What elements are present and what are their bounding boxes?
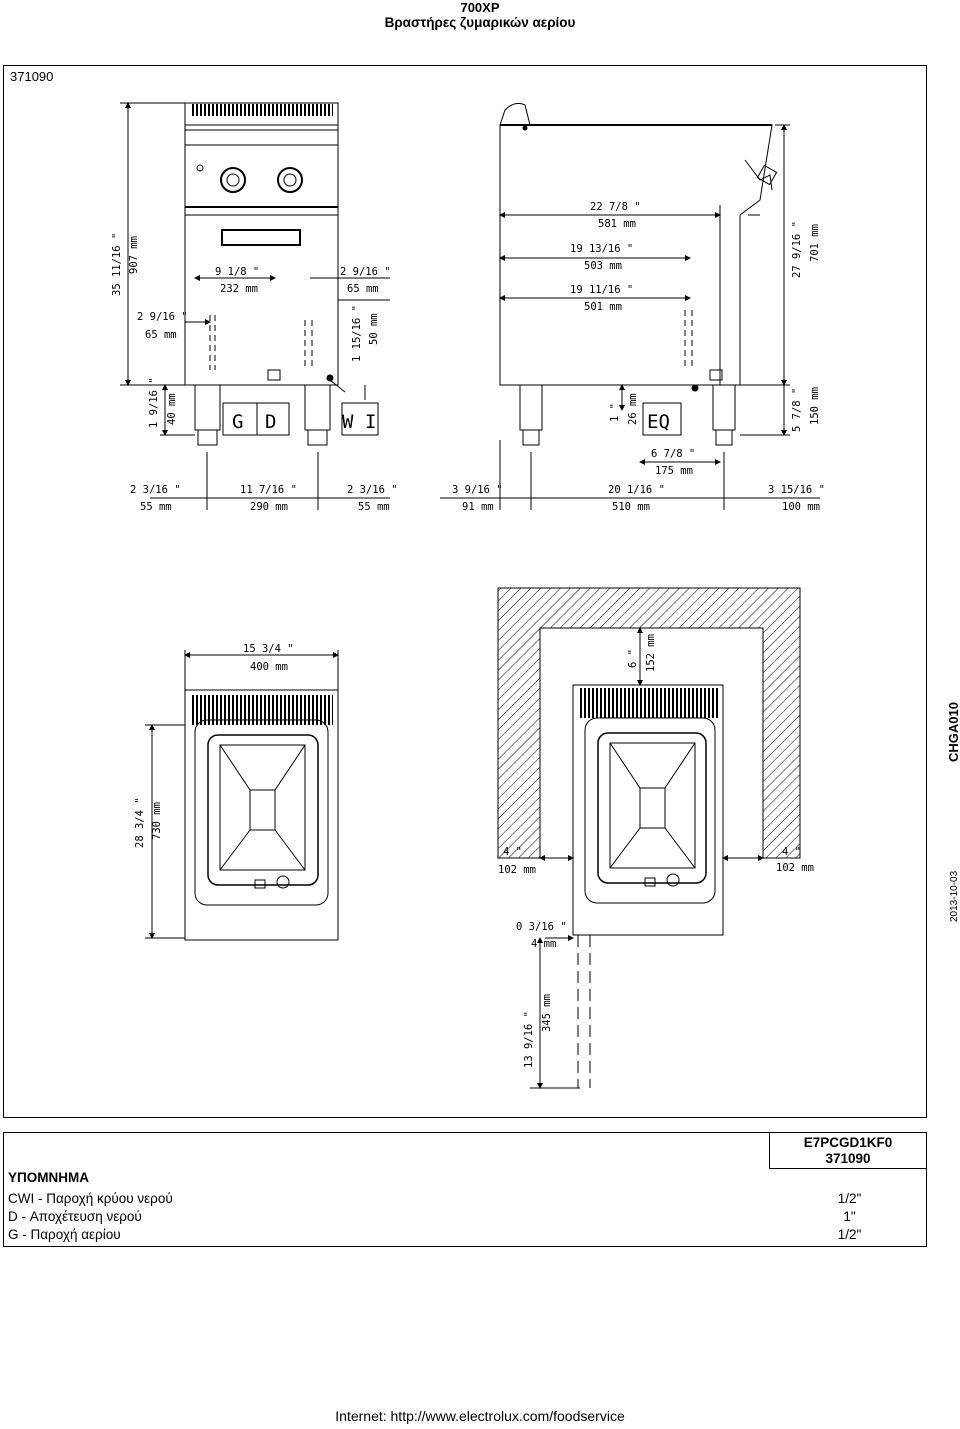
top-left-body — [184, 689, 339, 941]
dim-side-d2-mm: 503 mm — [584, 260, 622, 272]
conn-wi: W I — [342, 411, 376, 433]
dim-top-wall-back-mm: 152 mm — [645, 634, 657, 672]
dim-front-b-right-mm: 55 mm — [358, 501, 390, 513]
conn-g: G — [232, 411, 243, 433]
legend-model: E7PCGD1KF0 — [803, 1135, 893, 1150]
dim-side-d1-in: 22 7/8 " — [590, 201, 641, 213]
dim-front-w-left-in: 9 1/8 " — [215, 266, 259, 278]
connection-labels: G D W I EQ — [232, 411, 670, 433]
dim-top-wall-left-in: 4 " — [503, 846, 522, 858]
dim-side-eq-off-mm: 175 mm — [655, 465, 693, 477]
legend-row-value: 1/2" — [837, 1191, 862, 1206]
dim-side-h-base-mm: 150 mm — [809, 387, 821, 425]
conn-eq-box — [642, 402, 682, 436]
legend-row: CWI - Παροχή κρύου νερού 1/2" — [4, 1191, 928, 1209]
dim-side-d3-in: 19 11/16 " — [570, 284, 633, 296]
installation-wall — [497, 587, 801, 859]
doc-code: 371090 — [10, 69, 54, 84]
legend-row-label: G - Παροχή αερίου — [8, 1227, 121, 1242]
dim-side-d2-in: 19 13/16 " — [570, 243, 633, 255]
knob-left — [220, 167, 246, 193]
conn-d-box — [256, 402, 290, 436]
dim-side-b-right-in: 3 15/16 " — [768, 484, 825, 496]
dim-top-wall-back-in: 6 " — [627, 649, 639, 668]
dim-side-b-left-mm: 91 mm — [462, 501, 494, 513]
dim-front-h-total-in: 35 11/16 " — [111, 233, 123, 296]
conn-eq: EQ — [647, 411, 670, 433]
dim-top-width-mm: 400 mm — [250, 661, 288, 673]
dim-front-b-mid-mm: 290 mm — [250, 501, 288, 513]
legend-row-label: CWI - Παροχή κρύου νερού — [8, 1191, 173, 1206]
dim-front-b-left-in: 2 3/16 " — [130, 484, 181, 496]
legend-code: 371090 — [825, 1151, 871, 1166]
legend-row-value: 1/2" — [837, 1227, 862, 1242]
dim-top-drain-in: 13 9/16 " — [523, 1011, 535, 1068]
dim-top-gap-mm: 4 mm — [531, 938, 556, 950]
side-body — [499, 124, 773, 386]
legend-row: D - Αποχέτευση νερού 1" — [4, 1209, 928, 1227]
dim-side-b-left-in: 3 9/16 " — [452, 484, 503, 496]
drawing-frame — [3, 65, 927, 1118]
dim-side-d3-mm: 501 mm — [584, 301, 622, 313]
dim-top-depth-in: 28 3/4 " — [134, 797, 146, 848]
dim-top-wall-right-mm: 102 mm — [776, 862, 814, 874]
front-handle — [221, 229, 301, 246]
dim-top-wall-left-mm: 102 mm — [498, 864, 536, 876]
dim-top-gap-in: 0 3/16 " — [516, 921, 567, 933]
dim-front-b-right-in: 2 3/16 " — [347, 484, 398, 496]
top-right-body — [572, 684, 724, 936]
legend-row-label: D - Αποχέτευση νερού — [8, 1209, 142, 1224]
legend-title: ΥΠΟΜΝΗΜΑ — [8, 1170, 89, 1185]
side-code: CHGA010 — [946, 702, 960, 762]
dim-front-h-conn-in: 1 15/16 " — [351, 305, 363, 362]
knob-right — [277, 167, 303, 193]
header-model: 700XP — [460, 0, 500, 15]
front-leg-left — [194, 384, 221, 431]
legend-row: G - Παροχή αερίου 1/2" — [4, 1227, 928, 1245]
dim-front-b-mid-in: 11 7/16 " — [240, 484, 297, 496]
dim-side-h-base-in: 5 7/8 " — [791, 388, 803, 432]
front-leg-right — [304, 384, 331, 431]
side-view — [440, 102, 820, 510]
dim-side-h-top-mm: 701 mm — [809, 224, 821, 262]
header-title: Βραστήρες ζυμαρικών αερίου — [384, 15, 576, 30]
date: 2013-10-03 — [949, 870, 960, 922]
dim-front-h-total-mm: 907 mm — [128, 236, 140, 274]
dimension-labels: 9 1/8 " 232 mm 2 9/16 " 65 mm 2 9/16 " 6… — [111, 201, 825, 1068]
dim-front-b-left-mm: 55 mm — [140, 501, 172, 513]
dim-top-depth-mm: 730 mm — [151, 802, 163, 840]
legend-model-box: E7PCGD1KF0 371090 — [769, 1133, 926, 1169]
dim-front-h-side-mm: 65 mm — [145, 329, 177, 341]
conn-wi-box — [341, 402, 379, 436]
dim-front-h-leg-mm: 40 mm — [166, 393, 178, 425]
legend-row-value: 1" — [843, 1209, 856, 1224]
dim-front-w-right-in: 2 9/16 " — [340, 266, 391, 278]
dim-top-wall-right-in: 4 " — [782, 846, 801, 858]
front-cabinet — [184, 214, 339, 386]
dim-side-b-right-mm: 100 mm — [782, 501, 820, 513]
dim-front-h-conn-mm: 50 mm — [368, 313, 380, 345]
dim-front-w-right-mm: 65 mm — [347, 283, 379, 295]
top-view — [145, 587, 801, 1089]
dim-front-w-left-mm: 232 mm — [220, 283, 258, 295]
dim-side-b-mid-in: 20 1/16 " — [608, 484, 665, 496]
legend-table: E7PCGD1KF0 371090 ΥΠΟΜΝΗΜΑ CWI - Παροχή … — [3, 1132, 927, 1247]
dim-side-h-eq-mm: 26 mm — [627, 393, 639, 425]
side-backsplash — [499, 102, 531, 126]
dim-side-h-top-in: 27 9/16 " — [791, 221, 803, 278]
dim-top-drain-mm: 345 mm — [541, 994, 553, 1032]
dim-side-d1-mm: 581 mm — [598, 218, 636, 230]
conn-d: D — [265, 411, 276, 433]
dim-top-width-in: 15 3/4 " — [243, 643, 294, 655]
front-control-panel — [184, 124, 339, 216]
dim-side-eq-off-in: 6 7/8 " — [651, 448, 695, 460]
dim-side-h-eq-in: 1 " — [609, 403, 621, 422]
dim-front-h-side-in: 2 9/16 " — [137, 311, 188, 323]
dim-front-h-leg-in: 1 9/16 " — [148, 377, 160, 428]
footer-link[interactable]: Internet: http://www.electrolux.com/food… — [335, 1408, 625, 1424]
front-view — [120, 102, 390, 510]
dim-side-b-mid-mm: 510 mm — [612, 501, 650, 513]
front-grill — [190, 104, 333, 116]
